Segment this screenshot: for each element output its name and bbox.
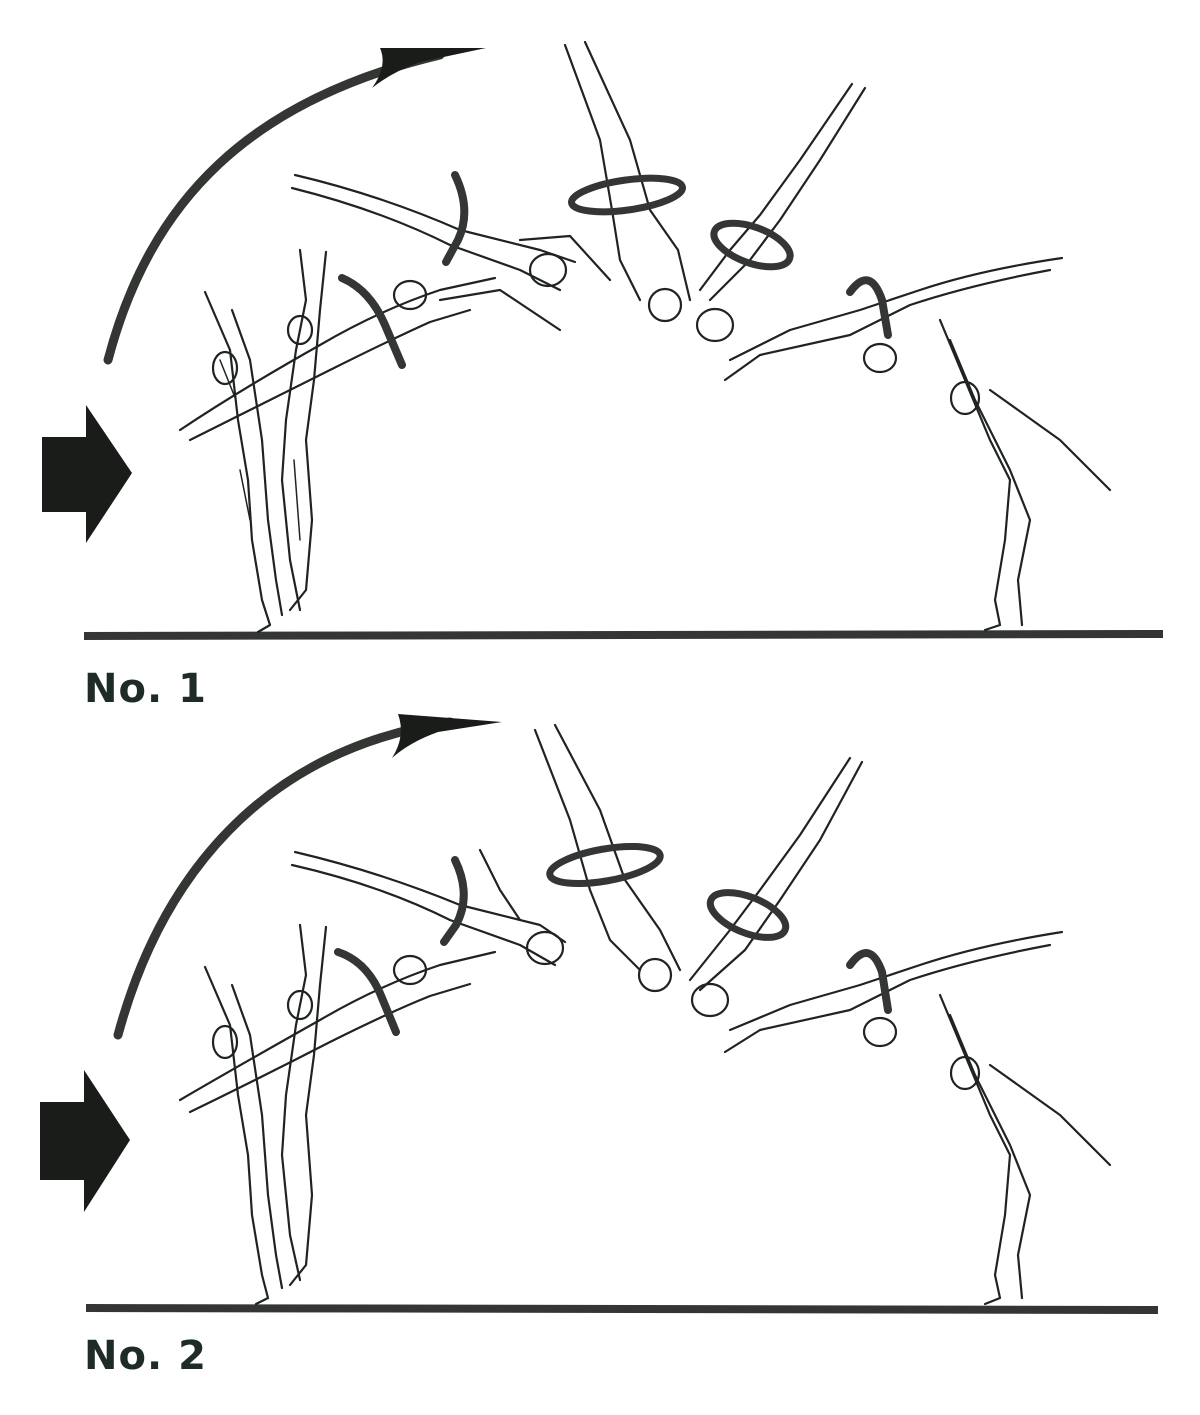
rotation-arc-icon: [113, 714, 502, 1040]
gymnast-landing-figure: [938, 318, 1112, 632]
twist-arrow-5-icon: [846, 949, 892, 1014]
twist-arrow-3-icon: [546, 842, 664, 888]
twist-arrow-5-icon: [846, 276, 892, 339]
twist-arrow-1-icon: [334, 948, 400, 1036]
gymnast-horizontal-figure: [290, 848, 567, 967]
gymnast-horizontal-figure-right: [723, 256, 1064, 382]
gymnast-inverted-figure-2: [695, 82, 867, 343]
twist-arrow-icons: [334, 842, 892, 1036]
twist-arrow-4-icon: [710, 219, 794, 271]
floor-line: [86, 1304, 1158, 1314]
twist-arrow-3-icon: [568, 174, 686, 216]
illustration-panel-2: [40, 714, 1158, 1314]
gymnast-arch-figure: [178, 276, 562, 442]
gymnast-standing-figures: [203, 923, 328, 1306]
panel-1: No. 1: [0, 0, 1200, 712]
gymnast-inverted-figure-2: [688, 756, 864, 1018]
twist-arrow-2-icon: [442, 171, 469, 266]
panel-label-1: No. 1: [84, 666, 207, 712]
gymnast-standing-figures: [203, 248, 328, 634]
panel-2: No. 2: [0, 680, 1200, 1380]
gymnast-landing-figure: [938, 993, 1112, 1306]
twist-arrow-2-icon: [440, 856, 468, 946]
gymnast-horizontal-figure: [290, 173, 612, 292]
gymnast-horizontal-figure-right: [723, 930, 1064, 1054]
twist-arrow-1-icon: [338, 274, 406, 369]
right-arrow-icon: [40, 1070, 130, 1212]
right-arrow-icon: [42, 405, 132, 543]
gymnast-arch-figure: [178, 950, 497, 1114]
panel-label-2: No. 2: [84, 1333, 207, 1379]
floor-line: [84, 630, 1163, 640]
rotation-arc-icon: [103, 48, 486, 365]
twist-arrow-icons: [338, 171, 892, 369]
illustration-panel-1: [42, 40, 1163, 640]
twist-arrow-4-icon: [706, 889, 790, 941]
